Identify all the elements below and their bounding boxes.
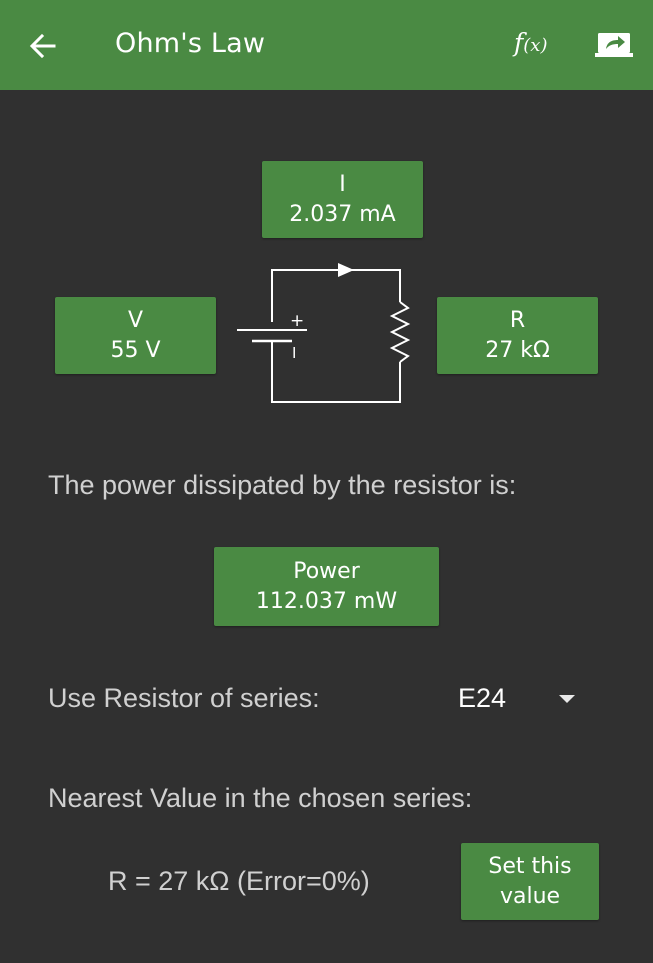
set-value-line1: Set this	[488, 853, 572, 879]
power-label: Power	[293, 558, 360, 584]
set-value-button[interactable]: Set this value	[461, 843, 599, 920]
power-description: The power dissipated by the resistor is:	[48, 470, 517, 500]
voltage-label: V	[127, 307, 144, 333]
voltage-value: 55 V	[110, 337, 161, 363]
current-value: 2.037 mA	[289, 201, 396, 227]
series-dropdown[interactable]: E24	[458, 682, 588, 718]
current-box[interactable]: I 2.037 mA	[262, 161, 423, 238]
share-button[interactable]	[595, 31, 635, 61]
arrow-left-icon	[29, 33, 56, 59]
set-value-line2: value	[499, 883, 561, 909]
function-icon: f(x)	[514, 28, 548, 57]
series-label: Use Resistor of series:	[48, 683, 320, 713]
circuit-diagram: + I	[237, 263, 411, 403]
battery-minus: I	[292, 344, 296, 362]
resistance-value: 27 kΩ	[485, 337, 550, 363]
page-title: Ohm's Law	[115, 28, 266, 59]
caret-down-icon	[559, 695, 575, 703]
current-label: I	[339, 171, 346, 197]
power-box[interactable]: Power 112.037 mW	[214, 547, 439, 626]
nearest-label: Nearest Value in the chosen series:	[48, 783, 473, 813]
toolbar: Ohm's Law f(x)	[0, 0, 653, 90]
back-button[interactable]	[24, 30, 64, 62]
series-selected: E24	[458, 683, 507, 713]
power-value: 112.037 mW	[255, 588, 398, 614]
voltage-box[interactable]: V 55 V	[55, 297, 216, 374]
resistance-label: R	[509, 307, 526, 333]
resistance-box[interactable]: R 27 kΩ	[437, 297, 598, 374]
share-icon	[595, 33, 633, 57]
formula-button[interactable]: f(x)	[514, 28, 564, 64]
battery-plus: +	[290, 311, 304, 331]
nearest-result: R = 27 kΩ (Error=0%)	[108, 866, 370, 896]
